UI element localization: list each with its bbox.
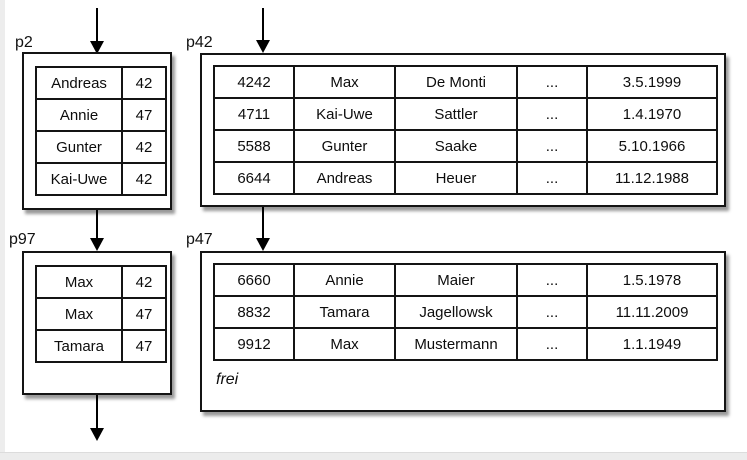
- table-cell: ...: [516, 97, 588, 131]
- table-cell: Mustermann: [394, 327, 518, 361]
- table-cell: Kai-Uwe: [293, 97, 396, 131]
- page-box-p2: Andreas 42 Annie 47 Gunter 42 Kai-Uwe 42: [22, 52, 172, 210]
- left-edge-strip: [0, 0, 5, 460]
- table-cell: 5.10.1966: [586, 129, 718, 163]
- table-row: Max 42: [35, 265, 167, 299]
- table-row: 4242 Max De Monti ... 3.5.1999: [213, 65, 718, 99]
- table-cell: Gunter: [293, 129, 396, 163]
- table-cell: ...: [516, 263, 588, 297]
- table-row: 9912 Max Mustermann ... 1.1.1949: [213, 327, 718, 361]
- bottom-edge-strip: [0, 452, 747, 460]
- table-row: Max 47: [35, 297, 167, 331]
- table-cell: 9912: [213, 327, 295, 361]
- page-box-p47: 6660 Annie Maier ... 1.5.1978 8832 Tamar…: [200, 251, 726, 412]
- table-cell: 3.5.1999: [586, 65, 718, 99]
- arrow-head: [90, 41, 104, 54]
- arrow-head: [256, 238, 270, 251]
- table-cell: Heuer: [394, 161, 518, 195]
- arrow-into-p42: [256, 8, 270, 53]
- page-label-p42: p42: [186, 34, 213, 51]
- arrow-p42-to-p47: [256, 207, 270, 251]
- table-cell: De Monti: [394, 65, 518, 99]
- table-cell: 47: [121, 297, 167, 331]
- table-cell: ...: [516, 65, 588, 99]
- table-cell: Annie: [35, 98, 123, 132]
- table-cell: 42: [121, 130, 167, 164]
- table-cell: Max: [293, 327, 396, 361]
- table-row: 8832 Tamara Jagellowsk ... 11.11.2009: [213, 295, 718, 329]
- table-cell: Max: [35, 265, 123, 299]
- arrow-into-p2: [90, 8, 104, 54]
- table-cell: 11.12.1988: [586, 161, 718, 195]
- table-row: Tamara 47: [35, 329, 167, 363]
- arrow-head: [256, 40, 270, 53]
- table-row: 6644 Andreas Heuer ... 11.12.1988: [213, 161, 718, 195]
- table-row: Kai-Uwe 42: [35, 162, 167, 196]
- table-cell: 11.11.2009: [586, 295, 718, 329]
- table-row: 4711 Kai-Uwe Sattler ... 1.4.1970: [213, 97, 718, 131]
- page-box-p42: 4242 Max De Monti ... 3.5.1999 4711 Kai-…: [200, 53, 726, 207]
- table-cell: 4711: [213, 97, 295, 131]
- page-box-p97: Max 42 Max 47 Tamara 47: [22, 251, 172, 395]
- arrow-stem: [262, 8, 264, 40]
- page-table-p47: 6660 Annie Maier ... 1.5.1978 8832 Tamar…: [213, 263, 718, 361]
- page-label-p2: p2: [15, 34, 33, 51]
- table-cell: 42: [121, 265, 167, 299]
- table-cell: ...: [516, 129, 588, 163]
- table-row: Annie 47: [35, 98, 167, 132]
- table-cell: Saake: [394, 129, 518, 163]
- table-cell: Max: [293, 65, 396, 99]
- table-cell: 42: [121, 66, 167, 100]
- arrow-head: [90, 238, 104, 251]
- arrow-stem: [96, 210, 98, 238]
- table-cell: 1.4.1970: [586, 97, 718, 131]
- table-cell: Max: [35, 297, 123, 331]
- page-label-p97: p97: [9, 231, 36, 248]
- table-cell: 6644: [213, 161, 295, 195]
- table-cell: Annie: [293, 263, 396, 297]
- table-cell: Sattler: [394, 97, 518, 131]
- page-label-p47: p47: [186, 231, 213, 248]
- table-cell: 47: [121, 329, 167, 363]
- arrow-stem: [262, 207, 264, 238]
- table-row: Andreas 42: [35, 66, 167, 100]
- table-cell: Tamara: [35, 329, 123, 363]
- table-cell: Jagellowsk: [394, 295, 518, 329]
- table-cell: 6660: [213, 263, 295, 297]
- table-cell: 42: [121, 162, 167, 196]
- arrow-out-of-p97: [90, 395, 104, 441]
- table-cell: 4242: [213, 65, 295, 99]
- table-row: 6660 Annie Maier ... 1.5.1978: [213, 263, 718, 297]
- arrow-stem: [96, 8, 98, 41]
- table-row: Gunter 42: [35, 130, 167, 164]
- page-table-p2: Andreas 42 Annie 47 Gunter 42 Kai-Uwe 42: [35, 66, 167, 196]
- table-cell: ...: [516, 327, 588, 361]
- table-cell: Gunter: [35, 130, 123, 164]
- table-row: 5588 Gunter Saake ... 5.10.1966: [213, 129, 718, 163]
- table-cell: 8832: [213, 295, 295, 329]
- table-cell: Andreas: [293, 161, 396, 195]
- table-cell: Tamara: [293, 295, 396, 329]
- table-cell: 5588: [213, 129, 295, 163]
- arrow-stem: [96, 395, 98, 428]
- arrow-p2-to-p97: [90, 210, 104, 251]
- page-table-p42: 4242 Max De Monti ... 3.5.1999 4711 Kai-…: [213, 65, 718, 195]
- table-cell: 1.1.1949: [586, 327, 718, 361]
- arrow-head: [90, 428, 104, 441]
- table-cell: 47: [121, 98, 167, 132]
- table-cell: Kai-Uwe: [35, 162, 123, 196]
- table-cell: ...: [516, 161, 588, 195]
- free-space-label: frei: [216, 371, 239, 388]
- table-cell: Maier: [394, 263, 518, 297]
- page-table-p97: Max 42 Max 47 Tamara 47: [35, 265, 167, 363]
- table-cell: ...: [516, 295, 588, 329]
- table-cell: Andreas: [35, 66, 123, 100]
- table-cell: 1.5.1978: [586, 263, 718, 297]
